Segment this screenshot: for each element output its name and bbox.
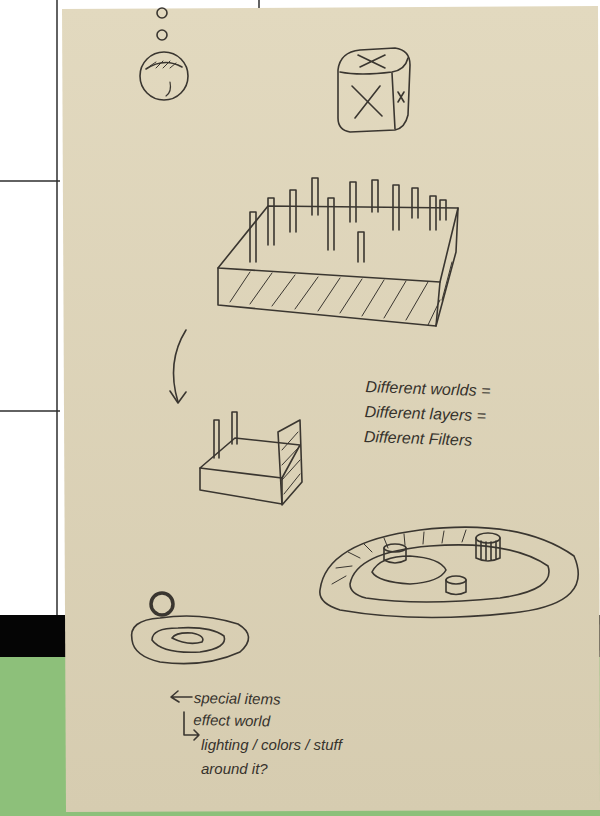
peg	[250, 212, 256, 262]
dice	[338, 48, 410, 132]
cylinder-top	[384, 544, 406, 552]
paper-sheet	[62, 6, 600, 812]
small-box-top	[200, 438, 300, 478]
landscape	[320, 527, 578, 617]
handwritten-note: special items effect world	[193, 687, 306, 733]
bubble	[157, 30, 167, 40]
peg	[328, 198, 334, 250]
plateau	[372, 556, 446, 584]
small-box-front	[200, 468, 282, 504]
peg	[372, 180, 378, 212]
grid-line	[56, 0, 58, 615]
wall-panel	[278, 420, 302, 505]
peg	[268, 198, 274, 245]
peg	[358, 232, 364, 262]
sphere-shade	[150, 61, 176, 68]
dice-edge	[392, 73, 395, 129]
contour-line	[152, 628, 225, 653]
slab-front	[218, 268, 440, 326]
slab-top	[218, 206, 458, 282]
peg	[440, 200, 446, 220]
sphere-cap	[146, 62, 182, 69]
peg	[393, 185, 399, 230]
wall-hatch	[282, 432, 300, 494]
peg	[290, 190, 296, 232]
slab-side	[436, 208, 458, 326]
handwritten-note: Different worlds = Different layers = Di…	[363, 374, 518, 454]
contour-line	[132, 616, 249, 664]
peg	[214, 420, 219, 458]
ring-item	[151, 593, 173, 615]
pencil-sketch	[132, 8, 579, 740]
curved-arrow	[174, 330, 187, 402]
peg	[232, 412, 237, 444]
cylinder-top	[446, 576, 466, 584]
sphere	[140, 52, 188, 100]
dice-mark	[352, 86, 382, 118]
peg	[430, 196, 436, 230]
handwritten-note: lighting / colors / stuff around it?	[201, 733, 379, 781]
grid-line	[0, 180, 60, 182]
pegs	[250, 178, 446, 262]
contour-line	[350, 545, 549, 602]
dice-mark	[398, 92, 404, 102]
landscape-hatch	[332, 530, 466, 584]
peg	[312, 178, 318, 215]
dice-mark	[358, 55, 385, 68]
grid-line	[0, 410, 60, 412]
sphere-shine	[166, 82, 171, 96]
slab-hatch	[230, 262, 452, 325]
peg	[350, 182, 356, 222]
arrow-head	[170, 391, 186, 403]
peg	[412, 188, 418, 218]
contour-line	[172, 633, 203, 643]
bubble	[157, 8, 167, 18]
cylinder-top	[476, 533, 500, 543]
note-arrow	[171, 691, 192, 702]
